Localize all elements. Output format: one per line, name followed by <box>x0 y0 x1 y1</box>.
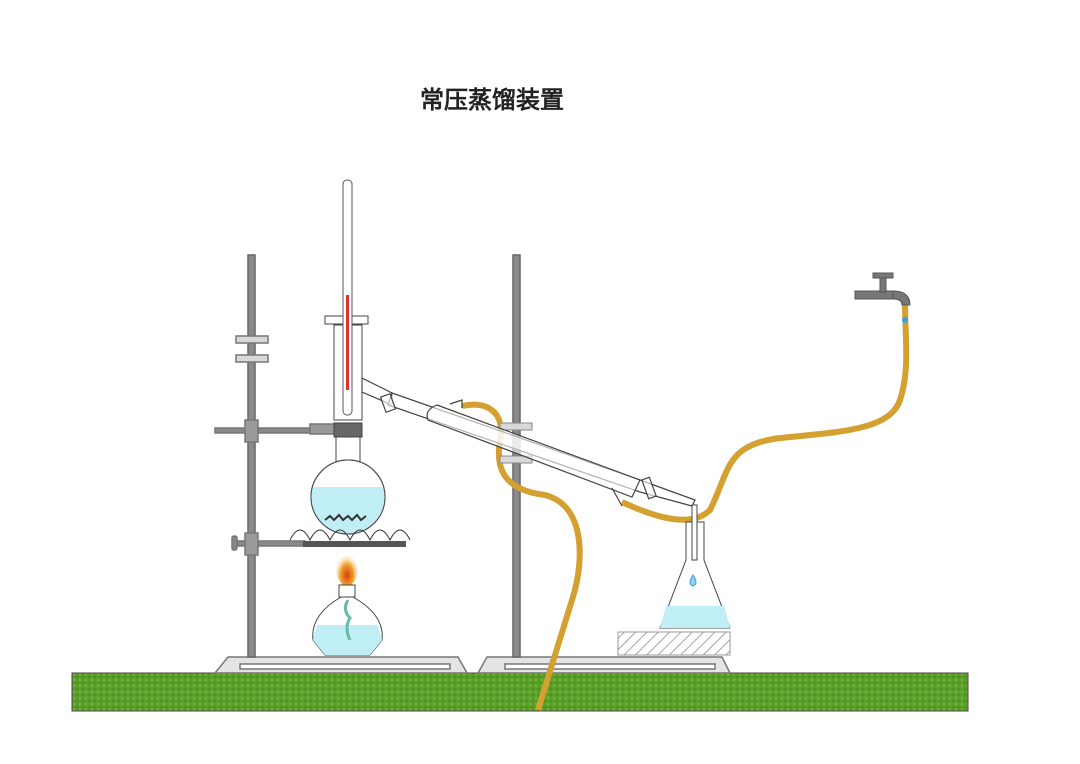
inlet-hose <box>620 299 910 523</box>
alcohol-burner <box>312 584 383 656</box>
diagram-title: 常压蒸馏装置 <box>420 86 564 114</box>
left-stand <box>213 254 469 674</box>
condenser <box>361 377 696 507</box>
wire-gauze <box>289 529 411 542</box>
drop-icon <box>689 574 697 587</box>
boiling-chips <box>324 513 367 522</box>
conical-flask <box>659 504 731 629</box>
distillation-flask <box>310 436 386 535</box>
iron-ring-plate <box>303 541 406 547</box>
wooden-block <box>617 631 731 656</box>
thermometer <box>342 179 353 416</box>
joint-clamp <box>333 422 363 438</box>
flame-icon <box>336 550 358 586</box>
water-tap-icon <box>854 272 911 323</box>
bench-grass <box>71 672 969 712</box>
